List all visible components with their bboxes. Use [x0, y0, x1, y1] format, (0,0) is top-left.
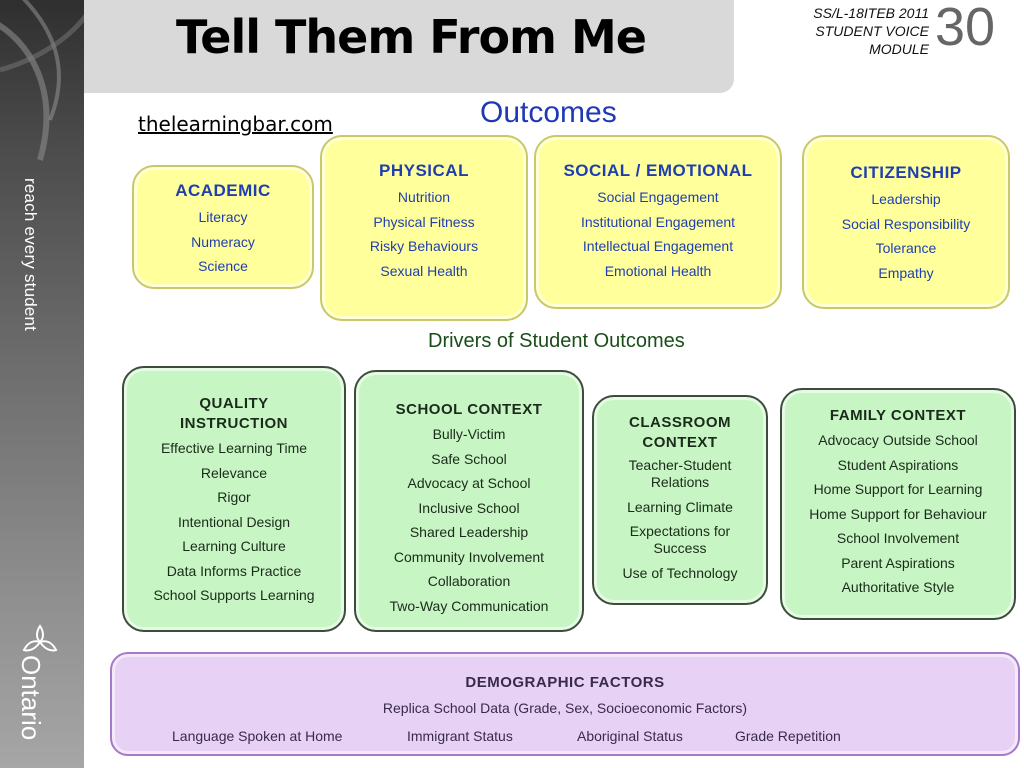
demographic-factor: Aboriginal Status	[577, 728, 683, 744]
outcomes-heading: Outcomes	[480, 96, 617, 129]
demographic-factor: Immigrant Status	[407, 728, 513, 744]
driver-item: Home Support for Behaviour	[809, 505, 987, 522]
outcome-title: ACADEMIC	[175, 181, 271, 200]
driver-item: Rigor	[217, 489, 251, 505]
driver-item: Relations	[650, 474, 710, 490]
outcome-item: Science	[198, 258, 248, 274]
drivers-heading: Drivers of Student Outcomes	[428, 330, 685, 352]
outcome-box-citizenship: CITIZENSHIP Leadership Social Responsibi…	[802, 135, 1010, 309]
outcome-item: Intellectual Engagement	[582, 238, 734, 254]
driver-title-line-1: FAMILY CONTEXT	[829, 407, 967, 424]
driver-item: Collaboration	[427, 573, 511, 589]
outcome-box-physical: PHYSICAL Nutrition Physical Fitness Risk…	[320, 135, 528, 321]
driver-item: Teacher-Student	[628, 457, 732, 473]
demographic-factor: Grade Repetition	[735, 728, 841, 744]
driver-item: Learning Culture	[182, 538, 286, 554]
module-meta: SS/L-18ITEB 2011 STUDENT VOICE MODULE	[813, 4, 929, 58]
outcome-item: Institutional Engagement	[580, 213, 736, 230]
page-title: Tell Them From Me	[176, 10, 647, 64]
driver-item: Shared Leadership	[409, 524, 529, 540]
driver-item: Student Aspirations	[837, 456, 959, 473]
outcome-title: SOCIAL / EMOTIONAL	[563, 161, 753, 180]
driver-item: Success	[653, 539, 707, 556]
driver-item: Relevance	[200, 464, 268, 481]
driver-item: Effective Learning Time	[160, 440, 308, 456]
driver-item: Community Involvement	[393, 548, 545, 565]
meta-line-1: SS/L-18ITEB 2011	[813, 5, 929, 21]
driver-item: Inclusive School	[418, 499, 520, 516]
demographic-title: DEMOGRAPHIC FACTORS	[465, 674, 665, 691]
outcome-item: Social Engagement	[597, 189, 719, 205]
driver-box-school-context: SCHOOL CONTEXT Bully-Victim Safe School …	[354, 370, 584, 632]
outcome-box-social-emotional: SOCIAL / EMOTIONAL Social Engagement Ins…	[534, 135, 782, 309]
driver-item: Parent Aspirations	[841, 554, 955, 571]
driver-title-line-2: CONTEXT	[642, 434, 718, 451]
swirl-graphic	[0, 0, 84, 161]
demographic-subtitle: Replica School Data (Grade, Sex, Socioec…	[382, 700, 748, 716]
meta-line-2: STUDENT VOICE	[815, 23, 929, 39]
demographic-factor: Language Spoken at Home	[172, 728, 343, 744]
site-link[interactable]: thelearningbar.com	[138, 112, 333, 136]
driver-item: Learning Climate	[627, 499, 733, 515]
outcome-item: Social Responsibility	[841, 215, 971, 232]
driver-item: Intentional Design	[177, 513, 291, 530]
driver-item: Home Support for Learning	[813, 481, 983, 497]
outcome-item: Literacy	[198, 209, 248, 225]
driver-item: Two-Way Communication	[389, 597, 549, 614]
outcome-box-academic: ACADEMIC Literacy Numeracy Science	[132, 165, 314, 289]
outcome-item: Risky Behaviours	[369, 238, 479, 254]
driver-box-quality-instruction: QUALITY INSTRUCTION Effective Learning T…	[122, 366, 346, 632]
side-band: reach every student Ontario	[0, 0, 84, 768]
driver-item: Bully-Victim	[432, 426, 506, 442]
driver-item: Expectations for	[629, 522, 731, 539]
outcome-item: Numeracy	[191, 233, 255, 250]
title-bar: Tell Them From Me	[84, 0, 734, 93]
ontario-logo-text: Ontario	[16, 655, 46, 741]
page-number: 30	[935, 0, 996, 57]
outcome-item: Tolerance	[875, 240, 937, 256]
driver-item: Advocacy at School	[407, 475, 531, 491]
outcome-item: Sexual Health	[380, 262, 468, 279]
driver-item: Data Informs Practice	[166, 562, 302, 579]
outcome-item: Emotional Health	[604, 262, 712, 279]
outcome-item: Leadership	[871, 191, 941, 207]
driver-title-line-2: INSTRUCTION	[180, 415, 288, 432]
driver-item: Advocacy Outside School	[818, 432, 978, 448]
driver-box-classroom-context: CLASSROOM CONTEXT Teacher-Student Relati…	[592, 395, 768, 605]
side-tagline: reach every student	[21, 178, 40, 332]
driver-item: Safe School	[431, 450, 507, 467]
driver-title-line-1: CLASSROOM	[629, 414, 731, 431]
driver-title-line-1: SCHOOL CONTEXT	[395, 401, 543, 418]
trillium-icon	[22, 624, 58, 652]
driver-item: Use of Technology	[622, 564, 738, 581]
driver-item: Authoritative Style	[841, 579, 955, 595]
outcome-title: CITIZENSHIP	[850, 163, 962, 182]
demographic-factors-box: DEMOGRAPHIC FACTORS Replica School Data …	[110, 652, 1020, 756]
outcome-item: Empathy	[878, 264, 934, 281]
driver-box-family-context: FAMILY CONTEXT Advocacy Outside School S…	[780, 388, 1016, 620]
driver-item: School Involvement	[836, 530, 960, 546]
driver-title-line-1: QUALITY	[199, 395, 269, 412]
outcome-title: PHYSICAL	[379, 161, 469, 180]
driver-item: School Supports Learning	[153, 587, 315, 603]
outcome-item: Physical Fitness	[373, 213, 475, 230]
meta-line-3: MODULE	[869, 41, 929, 57]
outcome-item: Nutrition	[397, 189, 451, 205]
